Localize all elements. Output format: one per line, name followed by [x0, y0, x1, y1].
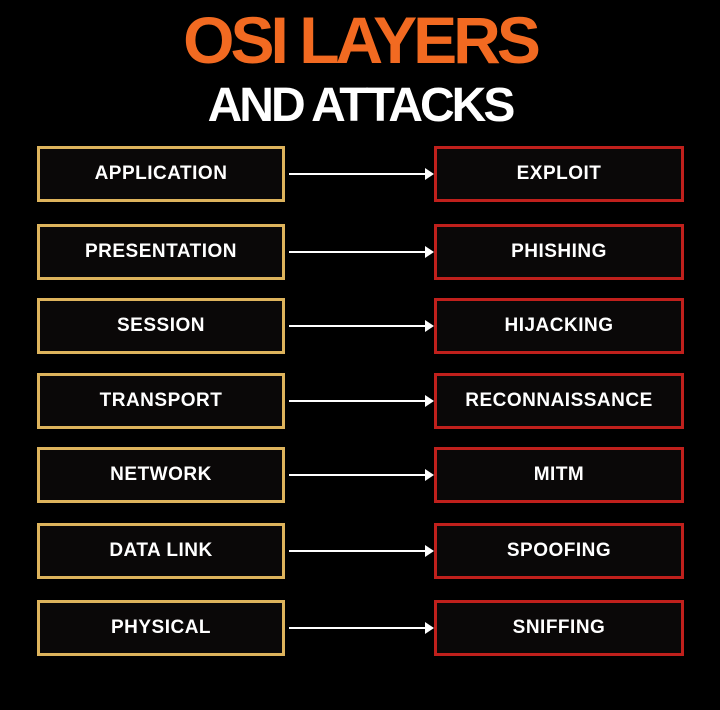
attack-box-sniffing: SNIFFING [434, 600, 684, 656]
attack-box-exploit: EXPLOIT [434, 146, 684, 202]
arrow-head-icon [425, 168, 434, 180]
arrow-head-icon [425, 395, 434, 407]
layer-box-presentation: PRESENTATION [37, 224, 285, 280]
arrow-line [289, 325, 427, 327]
mapping-row-application: APPLICATION EXPLOIT [0, 146, 720, 202]
attack-box-phishing: PHISHING [434, 224, 684, 280]
arrow-line [289, 474, 427, 476]
arrow-head-icon [425, 545, 434, 557]
mapping-row-physical: PHYSICAL SNIFFING [0, 600, 720, 656]
arrow-head-icon [425, 622, 434, 634]
mapping-row-presentation: PRESENTATION PHISHING [0, 224, 720, 280]
arrow-line [289, 550, 427, 552]
arrow-line [289, 251, 427, 253]
arrow-head-icon [425, 246, 434, 258]
mapping-row-session: SESSION HIJACKING [0, 298, 720, 354]
arrow-head-icon [425, 469, 434, 481]
title-osi-layers: OSI LAYERS [183, 3, 541, 77]
attack-box-reconnaissance: RECONNAISSANCE [434, 373, 684, 429]
mapping-row-data-link: DATA LINK SPOOFING [0, 523, 720, 579]
layer-box-application: APPLICATION [37, 146, 285, 202]
layer-box-network: NETWORK [37, 447, 285, 503]
title-and-attacks: AND ATTACKS [207, 79, 516, 132]
attack-box-hijacking: HIJACKING [434, 298, 684, 354]
arrow-head-icon [425, 320, 434, 332]
layer-box-session: SESSION [37, 298, 285, 354]
mapping-row-transport: TRANSPORT RECONNAISSANCE [0, 373, 720, 429]
arrow-line [289, 173, 427, 175]
layer-box-data-link: DATA LINK [37, 523, 285, 579]
layer-box-physical: PHYSICAL [37, 600, 285, 656]
layer-box-transport: TRANSPORT [37, 373, 285, 429]
attack-box-spoofing: SPOOFING [434, 523, 684, 579]
arrow-line [289, 400, 427, 402]
arrow-line [289, 627, 427, 629]
attack-box-mitm: MITM [434, 447, 684, 503]
mapping-row-network: NETWORK MITM [0, 447, 720, 503]
